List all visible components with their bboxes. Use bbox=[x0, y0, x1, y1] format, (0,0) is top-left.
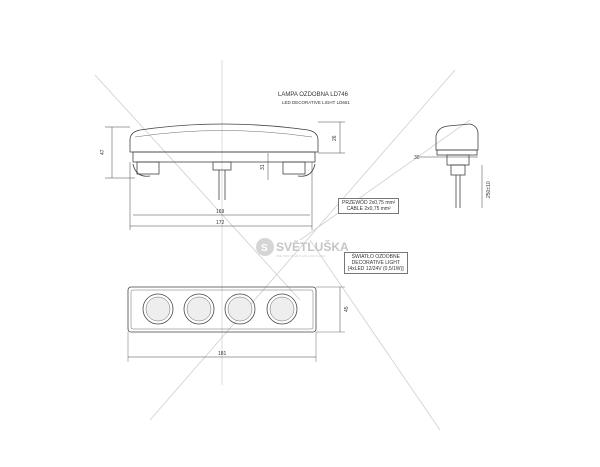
cable-label-line1: PRZEWÓD 2x0,75 mm² bbox=[342, 200, 396, 206]
dim-45: 45 bbox=[344, 306, 350, 312]
logo-icon bbox=[256, 238, 274, 256]
cable-label: PRZEWÓD 2x0,75 mm² CABLE 2x0,75 mm² bbox=[338, 198, 400, 214]
title-line2: LED DECORATIVE LIGHT LD651 bbox=[282, 100, 350, 105]
top-view bbox=[127, 286, 345, 362]
watermark-lines bbox=[94, 69, 471, 431]
side-dimensions bbox=[105, 121, 345, 230]
end-view bbox=[420, 123, 483, 208]
logo: S SVĚTLUŠKA VŠE PRO OSVĚTLENÍ A INSTALAC… bbox=[256, 238, 349, 258]
led-3 bbox=[224, 293, 256, 325]
cable-label-line2: CABLE 2x0,75 mm² bbox=[346, 206, 391, 212]
dim-26: 26 bbox=[332, 135, 338, 141]
led-2 bbox=[183, 293, 215, 325]
light-label-line3: [4xLED 12/24V (0,5/1W)] bbox=[348, 266, 404, 272]
dim-47: 47 bbox=[100, 149, 106, 155]
light-label: ŚWIATŁO OZDOBNE DECORATIVE LIGHT [4xLED … bbox=[344, 252, 408, 274]
light-label-line2: DECORATIVE LIGHT bbox=[351, 260, 400, 266]
light-label-line1: ŚWIATŁO OZDOBNE bbox=[351, 254, 400, 260]
dim-181: 181 bbox=[218, 351, 227, 357]
logo-subtitle: VŠE PRO OSVĚTLENÍ A INSTALACI bbox=[276, 253, 326, 258]
title-line1: LAMPA OZDOBNA LD746 bbox=[278, 92, 349, 98]
led-4 bbox=[266, 293, 298, 325]
side-view bbox=[129, 123, 319, 200]
dim-169: 169 bbox=[216, 209, 225, 215]
dim-30: 30 bbox=[414, 155, 420, 161]
dim-172: 172 bbox=[216, 220, 225, 226]
dim-250: 250±10 bbox=[486, 181, 492, 198]
led-1 bbox=[142, 293, 174, 325]
dim-31: 31 bbox=[260, 164, 266, 170]
logo-text: SVĚTLUŠKA bbox=[276, 239, 349, 254]
svg-text:S: S bbox=[261, 243, 268, 254]
